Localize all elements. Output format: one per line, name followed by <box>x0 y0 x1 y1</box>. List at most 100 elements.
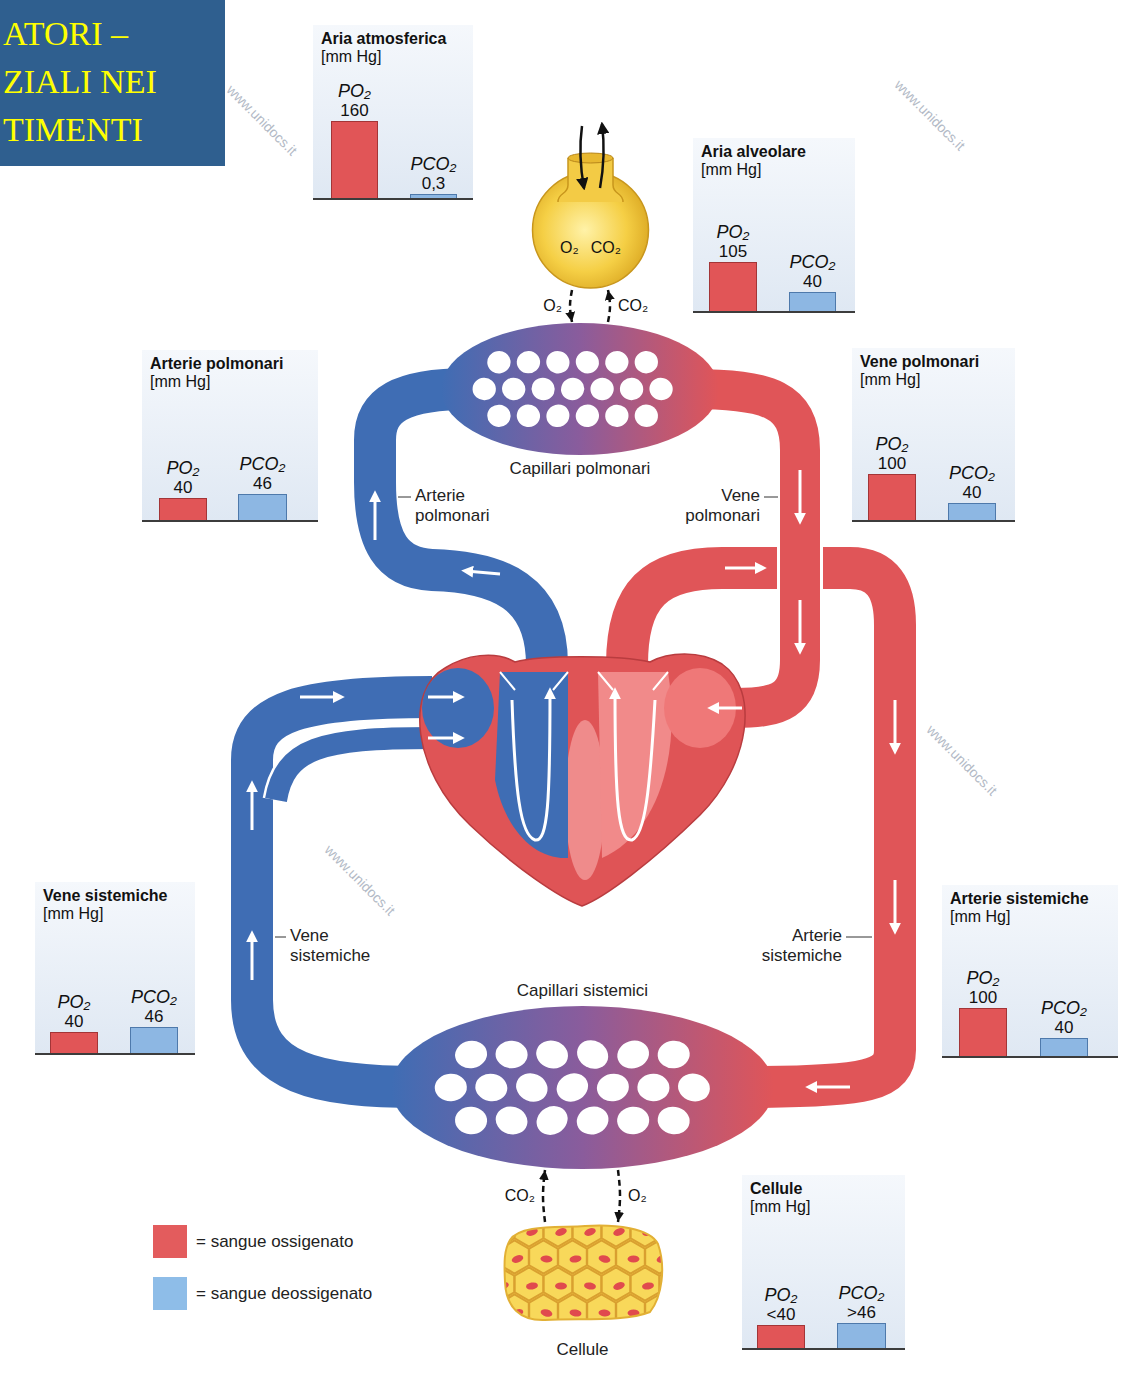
capillary-gap <box>573 402 602 430</box>
cell <box>660 1214 689 1247</box>
capillary-gap <box>512 1069 552 1107</box>
vessel-label: Arterie polmonari <box>415 486 515 525</box>
bar-label-group: PO₂40 <box>167 458 200 497</box>
gas-label: PO₂ <box>876 434 909 454</box>
bronchiole-rim <box>568 153 613 163</box>
title-text: ATORI – ZIALI NEI TIMENTI <box>0 0 203 154</box>
pressure-panel: Vene polmonari[mm Hg]PO₂100PCO₂40 <box>852 348 1015 522</box>
cell-nucleus <box>540 1308 553 1318</box>
unit-label: [mm Hg] <box>701 161 761 179</box>
panel-heading: Vene sistemiche <box>43 887 168 905</box>
cell-nucleus <box>628 1256 640 1263</box>
capillary-bed: Capillari sistemici <box>390 1005 775 1170</box>
right-atrium <box>422 668 494 748</box>
vessel-label: Vene polmonari <box>660 486 760 525</box>
capillary-gap <box>454 1106 488 1136</box>
gas-exchange-arrow <box>543 1170 545 1222</box>
pressure-bar: PO₂<40 <box>757 1325 805 1348</box>
capillary-gap <box>500 376 527 402</box>
panel-heading: Vene polmonari <box>860 353 979 371</box>
pressure-panel: Aria atmosferica[mm Hg]PO₂160PCO₂0,3 <box>313 25 473 200</box>
gas-label: PCO₂ <box>949 463 995 483</box>
gas-label: PCO₂ <box>790 252 836 272</box>
flow-arrow <box>810 1086 850 1089</box>
flow-arrow <box>300 696 340 699</box>
vessel-label: Arterie sistemiche <box>742 926 842 965</box>
pressure-value: 100 <box>876 454 909 473</box>
gas-label: PO₂ <box>967 968 1000 988</box>
bar-label-group: PCO₂40 <box>1041 998 1087 1037</box>
flow-arrow <box>251 935 254 980</box>
gas-label: PCO₂ <box>131 987 177 1007</box>
legend-swatch <box>153 1277 187 1310</box>
watermark: www.unidocs.it <box>224 82 301 159</box>
capillary-gap <box>620 377 644 400</box>
capillary-gap <box>542 400 573 431</box>
leader-line <box>275 937 286 938</box>
bar-label-group: PCO₂46 <box>131 987 177 1026</box>
capillary-label-group: Capillari polmonari <box>510 459 651 479</box>
capillary-label: Capillari polmonari <box>510 459 651 479</box>
alveolus-shape <box>528 130 653 290</box>
gas-exchange-arrow <box>608 290 610 322</box>
cell <box>529 1241 558 1274</box>
pressure-panel: Aria alveolare[mm Hg]PO₂105PCO₂40 <box>693 138 855 313</box>
flow-arrow <box>725 567 762 570</box>
bar-label-group: PO₂105 <box>717 222 750 261</box>
capillary-gap <box>516 350 540 374</box>
cell-nucleus <box>496 1281 510 1292</box>
pressure-value: 0,3 <box>411 174 457 193</box>
systemic-vein <box>252 697 432 1087</box>
panel-heading-group: Arterie sistemiche[mm Hg] <box>950 890 1089 927</box>
bar-label-group: PO₂40 <box>58 992 91 1031</box>
capillary-gap <box>487 404 512 428</box>
pressure-bar: PO₂40 <box>159 498 207 520</box>
capillary-gap <box>573 1103 612 1139</box>
cell <box>500 1295 529 1328</box>
cell-cluster <box>486 1214 703 1328</box>
cell-nucleus <box>598 1254 611 1264</box>
capillary-gap <box>657 1039 691 1069</box>
capillary-gap <box>604 404 629 428</box>
gas-label: PCO₂ <box>240 454 286 474</box>
watermark: www.unidocs.it <box>892 77 969 154</box>
heart <box>420 654 745 906</box>
pressure-bar: PCO₂46 <box>130 1027 178 1053</box>
gas-label: PO₂ <box>58 992 91 1012</box>
pressure-value: 160 <box>338 101 371 120</box>
legend-text: = sangue ossigenato <box>196 1232 353 1252</box>
gas-label: PCO₂ <box>1041 998 1087 1018</box>
capillary-gap <box>572 1035 613 1075</box>
cell <box>573 1268 602 1301</box>
cell-nucleus <box>554 1227 568 1238</box>
gas-label: O₂ <box>628 1186 647 1205</box>
bronchiole <box>558 158 623 202</box>
cell <box>660 1268 689 1301</box>
capillary-shape <box>390 1005 775 1170</box>
cell-nucleus <box>569 1309 582 1318</box>
capillary-gap <box>533 1037 571 1072</box>
cell <box>587 1241 616 1274</box>
heart-valve <box>500 672 668 690</box>
flow-arrow <box>251 785 254 830</box>
panel-heading: Arterie sistemiche <box>950 890 1089 908</box>
pressure-value: 105 <box>717 242 750 261</box>
cell-nucleus <box>685 1309 698 1318</box>
panel-heading: Aria alveolare <box>701 143 806 161</box>
cell <box>529 1295 558 1328</box>
vessel-label: Vene sistemiche <box>290 926 400 965</box>
vessel-outline <box>252 697 432 1087</box>
tissue-cells: Cellule <box>500 1222 665 1322</box>
pressure-bar: PCO₂>46 <box>837 1323 886 1348</box>
legend-row: = sangue ossigenato <box>153 1225 372 1258</box>
cell-nucleus <box>583 1282 596 1291</box>
panel-heading: Cellule <box>750 1180 802 1198</box>
cell <box>674 1295 703 1328</box>
unit-label: [mm Hg] <box>860 371 920 389</box>
cells-label-group: Cellule <box>557 1340 609 1360</box>
air-arrow <box>580 126 584 188</box>
gas-label: PO₂ <box>167 458 200 478</box>
pressure-value: 40 <box>58 1012 91 1031</box>
bar-label-group: PO₂160 <box>338 81 371 120</box>
